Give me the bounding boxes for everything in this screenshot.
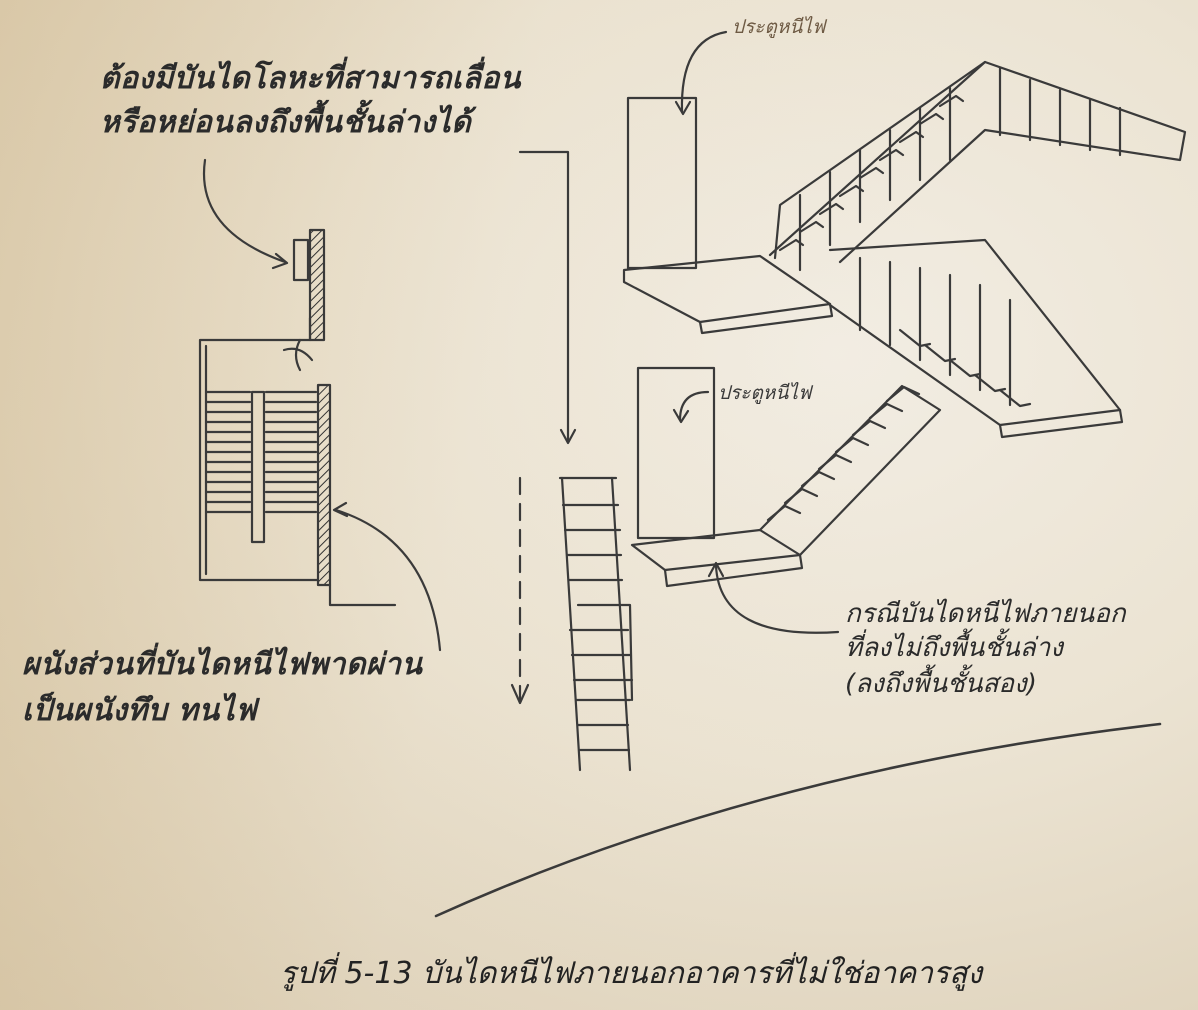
retractable-ladder-label-line2: หรือหย่อนลงถึงพื้นชั้นล่างได้ <box>100 105 472 140</box>
upper-railing-posts <box>798 66 1122 272</box>
ground-line <box>434 722 1162 918</box>
middle-flight-steps <box>898 328 1032 408</box>
leader-arrow-ladder-box <box>202 158 287 264</box>
lower-railing-posts <box>858 256 1012 407</box>
ladder-box-plan <box>292 238 310 282</box>
stair-treads-right <box>264 390 318 514</box>
lower-flight-steps <box>766 385 921 522</box>
stair-plan-view <box>198 228 397 607</box>
external-stair-perspective <box>622 60 1187 588</box>
fire-door-top-label: ประตูหนีไฟ <box>732 16 826 38</box>
leader-arrow-solid-wall <box>334 508 442 652</box>
leader-arrow-external-stair <box>714 564 840 634</box>
upper-fire-door <box>626 96 698 270</box>
figure-caption: รูปที่ 5-13 บันไดหนีไฟภายนอกอาคารที่ไม่ใ… <box>280 956 983 991</box>
leader-arrow-ladder <box>518 150 570 442</box>
retractable-ladder-label-line1: ต้องมีบันไดโลหะที่สามารถเลื่อน <box>100 61 521 96</box>
solid-wall-label-line2: เป็นผนังทึบ ทนไฟ <box>22 693 257 728</box>
leader-arrow-fire-door-middle <box>678 390 710 422</box>
stair-treads-left <box>204 390 252 514</box>
middle-fire-door <box>636 366 716 540</box>
leader-arrow-fire-door-top <box>680 30 728 114</box>
external-stair-label-line3: (ลงถึงพื้นชั้นสอง) <box>845 669 1037 699</box>
solid-wall-upper <box>308 228 326 342</box>
solid-wall-lower <box>316 383 332 587</box>
fire-door-middle-label: ประตูหนีไฟ <box>718 382 812 404</box>
external-stair-label-line2: ที่ลงไม่ถึงพื้นชั้นล่าง <box>845 633 1063 663</box>
upper-flight-steps <box>778 94 965 252</box>
retractable-ladder <box>510 476 634 772</box>
solid-wall-label-line1: ผนังส่วนที่บันไดหนีไฟพาดผ่าน <box>22 647 423 682</box>
stair-divider <box>250 390 266 544</box>
external-stair-label-line1: กรณีบันไดหนีไฟภายนอก <box>845 599 1126 629</box>
